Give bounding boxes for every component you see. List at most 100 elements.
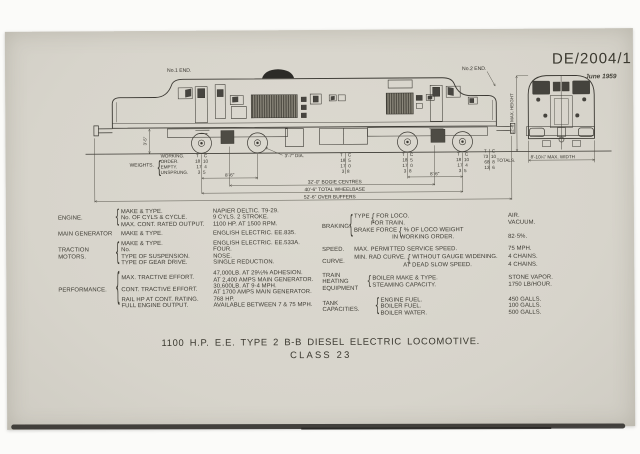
spec-value: 30,600LB. AT 9·4 MPH. AT 1700 AMPS MAIN … (213, 283, 311, 296)
spec-value: 4 CHAINS. (508, 254, 538, 260)
weights-row-label: WORKING. (161, 153, 185, 158)
spec-key: STEAMING CAPACITY. (372, 282, 436, 289)
spec-row: MAX. PERMITTED SERVICE SPEED. 75 MPH. (354, 246, 572, 254)
spec-value: AVAILABLE BETWEEN 7 & 75 MPH. (213, 302, 312, 309)
roof-fan-cowl (262, 69, 294, 78)
dim-over-buffers: 52'-6" OVER BUFFERS (304, 194, 357, 200)
spec-value: 4 CHAINS. (508, 261, 538, 267)
axle3-header: T C (402, 152, 414, 157)
spec-value: 75 MPH. (508, 246, 532, 252)
end1-label: No.1 END. (167, 68, 191, 74)
section-main-generator: MAIN GENERATOR MAKE & TYPE. ENGLISH ELECT… (58, 230, 320, 238)
buffer-left (94, 126, 113, 136)
section-tank-capacities: TANK CAPACITIES. { ENGINE FUEL.450 GALLS… (322, 296, 572, 316)
spec-key: TYPE OF GEAR DRIVE. (121, 260, 187, 267)
end-elevation (526, 75, 594, 149)
axle2-empty: 17 0 (340, 163, 351, 168)
dim-wheel-dia: 3'-7" DIA. (285, 153, 304, 158)
axle4-header: T C (457, 152, 469, 157)
spec-value: 1750 LB/HOUR. (508, 281, 552, 288)
axle1-empty: 17 4 (196, 164, 207, 169)
spec-value: 82·5%. (508, 234, 527, 240)
drawing-title: 1100 H.P. E.E. TYPE 2 B-B DIESEL ELECTRI… (101, 335, 541, 362)
drawing-number: DE/2004/1 (552, 50, 632, 67)
section-speed: SPEED. MAX. PERMITTED SERVICE SPEED. 75 M… (322, 246, 572, 254)
axle3-unsprung: 3 8 (404, 168, 412, 173)
weights-row-label: ORDER. (161, 159, 179, 164)
spec-key: BOILER WATER. (381, 310, 428, 317)
spec-value: 47,000LB. AT 29½% ADHESION. AT 2,400 AMP… (213, 270, 313, 283)
spec-category: SPEED. (322, 247, 348, 253)
weights-row-label: UNSPRUNG. (161, 170, 189, 175)
spec-table-left: ENGINE. { MAKE & TYPE.NAPIER DELTIC. T9-… (58, 208, 321, 310)
spec-row: TYPE OF GEAR DRIVE. SINGLE REDUCTION. (121, 259, 320, 267)
dim-max-height: 12'-8" MAX. HEIGHT (509, 93, 514, 134)
spec-key: WITHOUT GAUGE WIDENING. (412, 254, 498, 261)
spec-table-right: BRAKING. { TYPE{FOR LOCO.AIR. FOR TRAIN.… (322, 212, 573, 316)
spec-row: IN WORKING ORDER. 82·5%. (354, 233, 572, 241)
spec-subkey: MIN. RAD CURVE. (354, 255, 406, 262)
spec-key: IN WORKING ORDER. (354, 234, 454, 241)
dim-total-wheelbase: 40'-6" TOTAL WHEELBASE (304, 187, 365, 193)
spec-category: MAIN GENERATOR (58, 231, 114, 238)
spec-category: PERFORMANCE. (58, 287, 114, 294)
spec-key: FOR LOCO. (376, 213, 409, 219)
section-engine: ENGINE. { MAKE & TYPE.NAPIER DELTIC. T9-… (58, 208, 320, 228)
axle2-unsprung: 3 8 (342, 169, 350, 174)
end2-label: No.2 END. (462, 66, 486, 72)
spec-subkey: TYPE (354, 214, 370, 220)
dim-bogie-centres: 32'-0" BOGIE CENTRES (308, 179, 363, 185)
spec-category: ENGINE. (58, 216, 114, 223)
spec-key: MAKE & TYPE. (121, 231, 163, 238)
axle1-header: T C (196, 153, 208, 158)
spec-row: FULL ENGINE OUTPUT. AVAILABLE BETWEEN 7 &… (121, 302, 320, 310)
totals-label: TOTALS. (497, 158, 516, 163)
totals-working: 73 10 (483, 154, 496, 159)
axle4-working: 18 10 (456, 157, 469, 162)
spec-key: MAX. PERMITTED SERVICE SPEED. (354, 246, 457, 253)
spec-category: TRACTION MOTORS. (58, 248, 114, 261)
section-curve: CURVE. MIN. RAD CURVE.{WITHOUT GAUGE WID… (322, 254, 572, 269)
weights-row-label: EMPTY. (161, 164, 178, 169)
spec-key: MAX. CONT. RATED OUTPUT. (121, 221, 205, 228)
spec-category: TANK CAPACITIES. (322, 301, 374, 314)
axle4-unsprung: 3 5 (459, 168, 467, 173)
spec-value: SINGLE REDUCTION. (213, 259, 274, 266)
spec-category: BRAKING. (322, 224, 348, 230)
axle-weight-groups: T C 18 10 17 4 3 5 T C 18 5 17 0 3 8 T C… (195, 152, 470, 175)
spec-value: ENGLISH ELECTRIC. EE.835. (213, 230, 296, 237)
spec-key: FULL ENGINE OUTPUT. (121, 303, 188, 310)
spec-category: CURVE. (322, 259, 348, 265)
section-traction-motors: TRACTION MOTORS. { MAKE & TYPE.ENGLISH E… (58, 240, 320, 267)
spec-row: CONT. TRACTIVE EFFORT. 30,600LB. AT 9·4 M… (121, 283, 320, 297)
spec-key: MAX. TRACTIVE EFFORT. (121, 274, 194, 281)
spec-value: AIR. (508, 213, 520, 219)
spec-category: TRAIN HEATING EQUIPMENT (322, 273, 366, 292)
axle3-empty: 17 0 (402, 163, 413, 168)
spec-key: % OF LOCO WEIGHT (404, 227, 464, 234)
spec-value: 500 GALLS. (509, 309, 542, 315)
axle2-header: T C (340, 152, 352, 157)
section-performance: PERFORMANCE. { MAX. TRACTIVE EFFORT.47,0… (58, 270, 320, 309)
totals-header: T C (484, 148, 496, 153)
dim-bogie1-wheelbase: 8'-6" (225, 173, 235, 178)
spec-key: AT DEAD SLOW SPEED. (354, 262, 472, 269)
axle1-unsprung: 3 5 (198, 170, 206, 175)
drawing-date: June 1959 (585, 73, 616, 80)
axle4-empty: 17 4 (457, 163, 468, 168)
title-line-1: 1100 H.P. E.E. TYPE 2 B-B DIESEL ELECTRI… (101, 335, 541, 349)
spec-row: MAX. TRACTIVE EFFORT. 47,000LB. AT 29½% A… (121, 270, 320, 284)
axle3-working: 18 5 (402, 157, 413, 162)
bogie-2 (367, 127, 487, 152)
weights-label: WEIGHTS. (130, 163, 154, 169)
axle1-working: 18 10 (195, 159, 208, 164)
dim-bogie2-wheelbase: 8'-6" (430, 171, 440, 176)
spec-row: AT DEAD SLOW SPEED. 4 CHAINS. (354, 261, 572, 269)
dim-max-width: 8'-10¼" MAX. WIDTH (531, 154, 575, 159)
spec-row: STEAMING CAPACITY. 1750 LB/HOUR. (372, 281, 572, 289)
spec-row: MAKE & TYPE. ENGLISH ELECTRIC. EE.835. (121, 230, 320, 238)
totals-empty: 68 8 (484, 159, 495, 164)
side-elevation (85, 67, 612, 154)
spec-key: CONT. TRACTIVE EFFORT. (121, 287, 197, 294)
